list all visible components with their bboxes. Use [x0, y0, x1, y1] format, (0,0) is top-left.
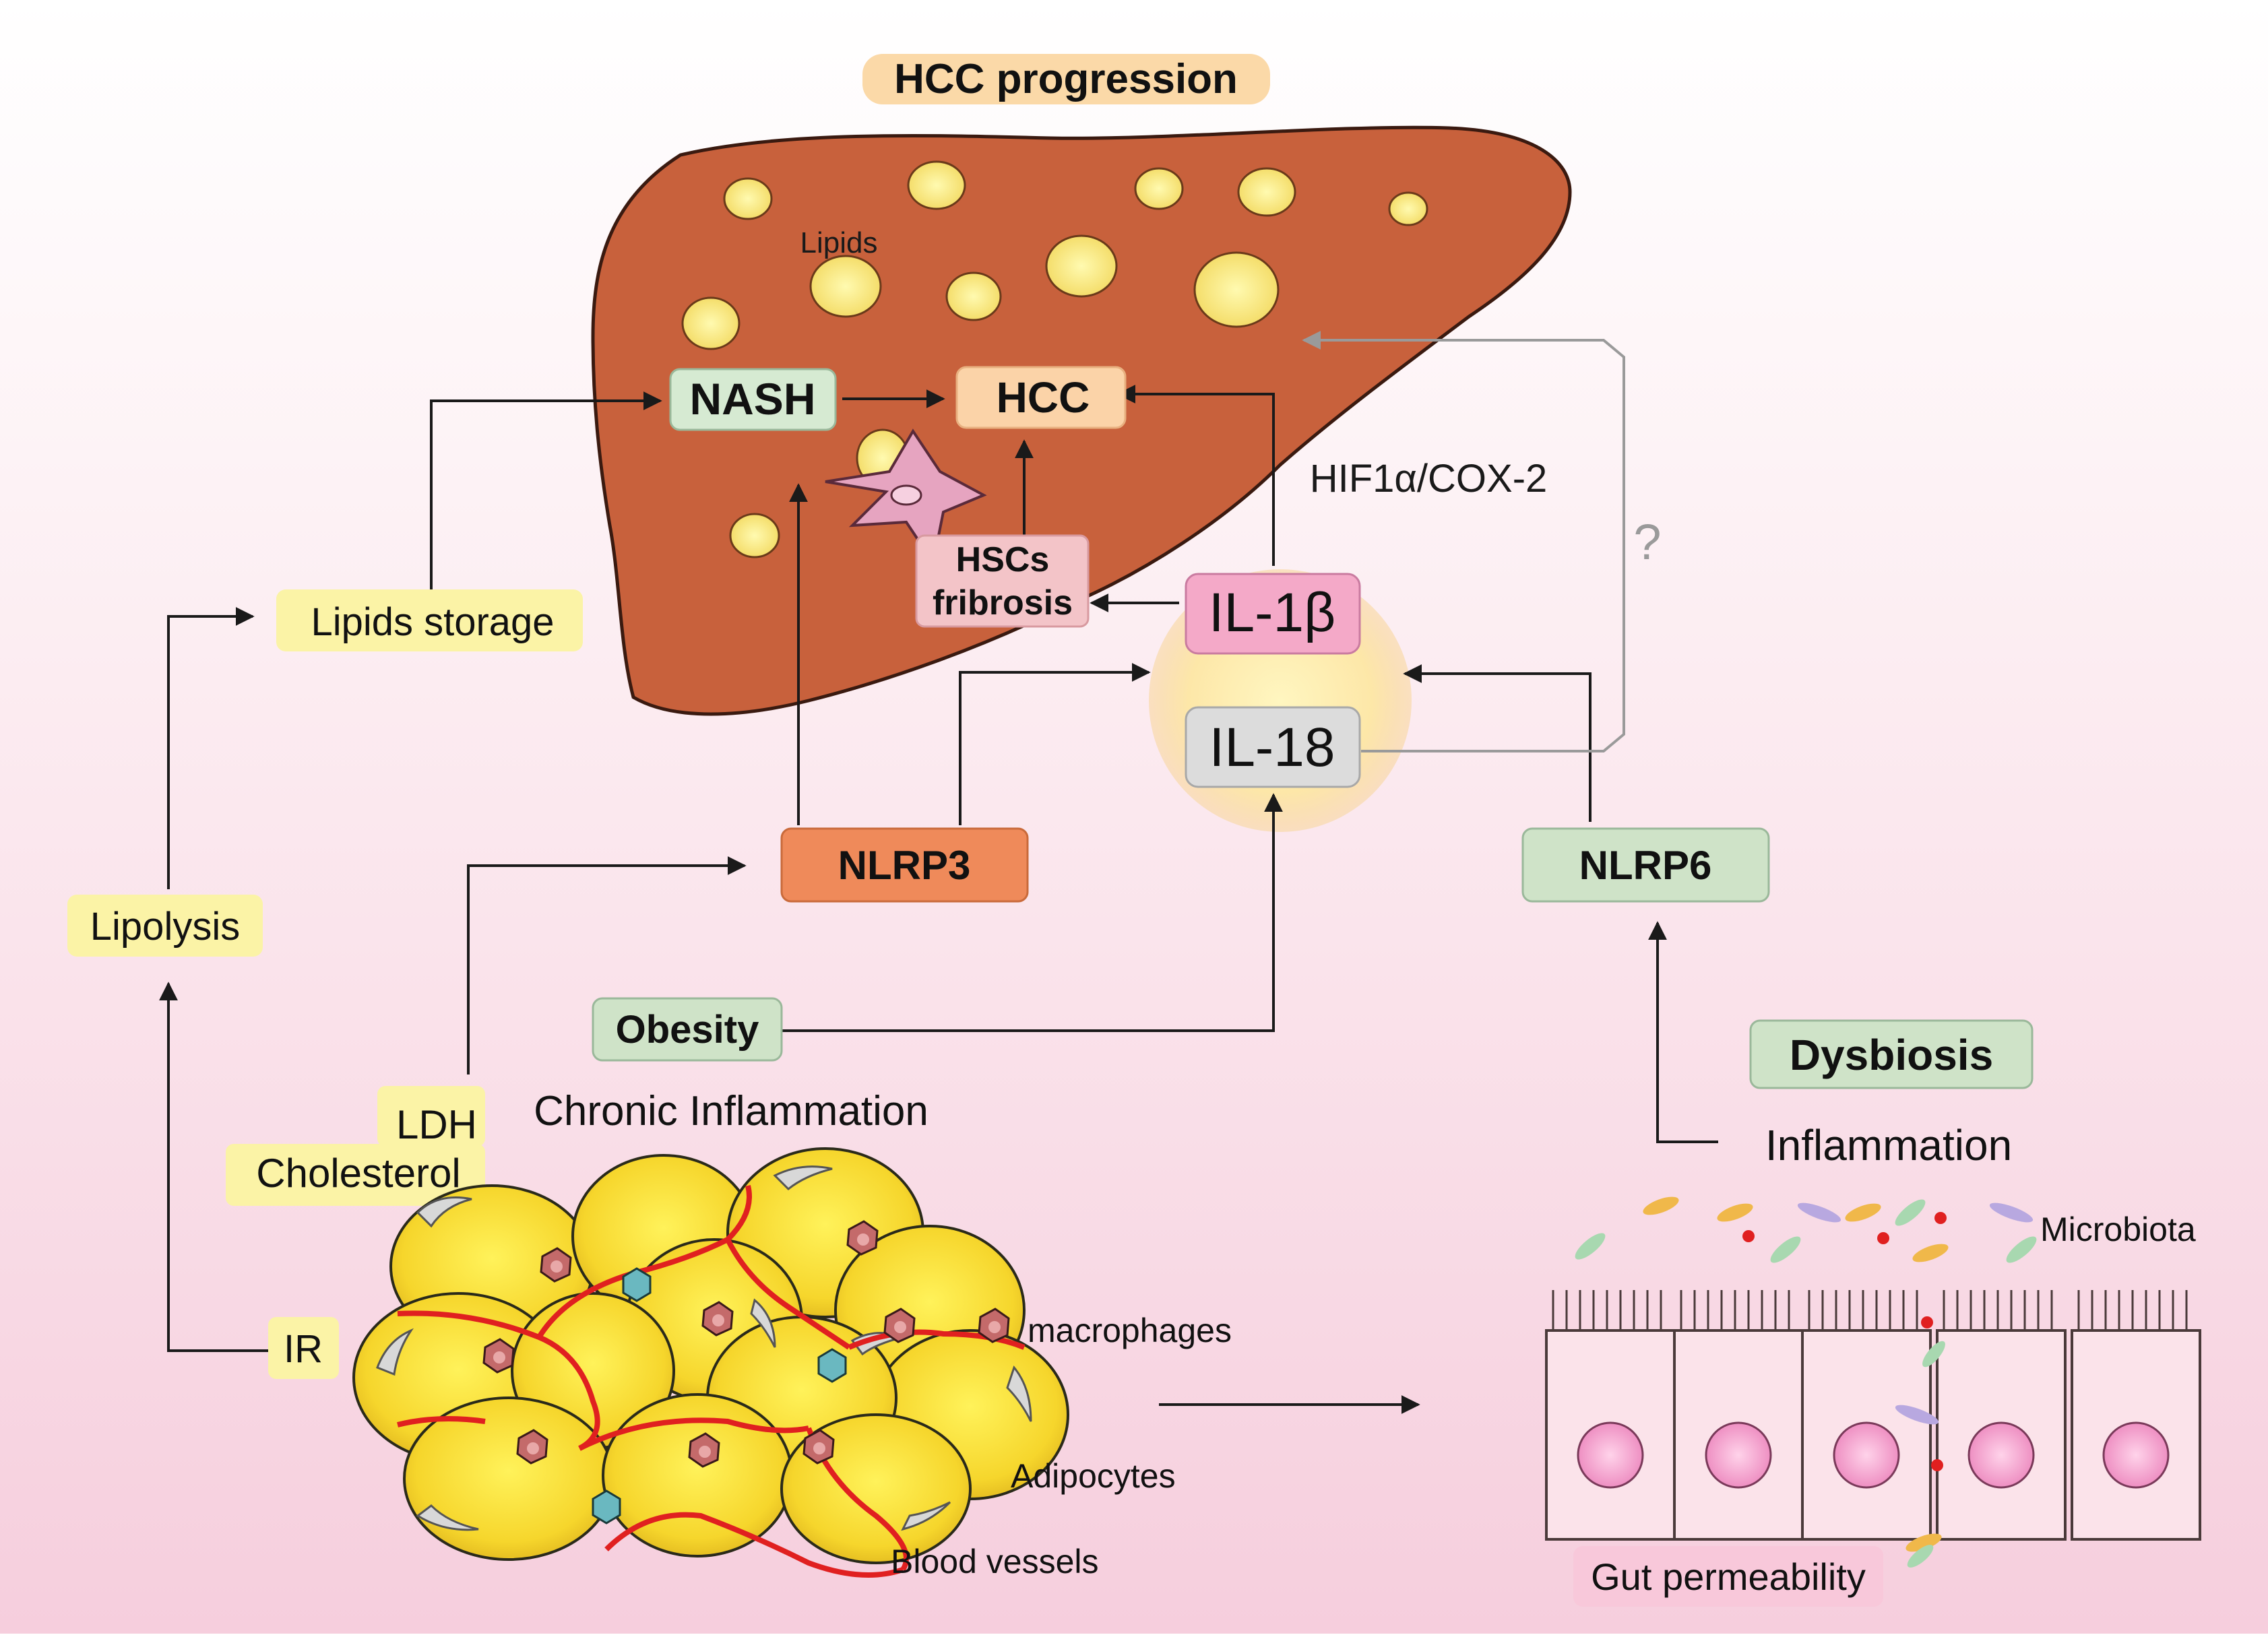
lipids-label: Lipids	[800, 226, 878, 259]
lipolysis-box	[67, 895, 263, 957]
cholesterol-label: Cholesterol	[256, 1151, 461, 1196]
chronic-inflammation-label: Chronic Inflammation	[534, 1088, 928, 1134]
liver-lipid-droplets	[681, 160, 1428, 558]
adipocytes-label: Adipocytes	[1011, 1457, 1176, 1495]
unknown-mark: ?	[1633, 514, 1661, 570]
gut-epithelium	[1545, 1196, 2201, 1568]
ldh-label: LDH	[396, 1102, 477, 1147]
arrow-il1b-to-hcc	[1116, 385, 1275, 566]
cholesterol-box	[226, 1144, 485, 1206]
arrow-nlrp6-to-il	[1403, 664, 1592, 822]
dysbiosis-label: Dysbiosis	[1790, 1031, 1993, 1079]
microbiota-bacteria	[1575, 1196, 2037, 1568]
hsc-star-cell	[825, 428, 987, 567]
nlrp3-box	[780, 827, 1029, 903]
il18-box	[1185, 706, 1361, 788]
lipids-storage-box	[276, 589, 583, 651]
gut-permeability-box	[1573, 1546, 1883, 1607]
adipocyte-cells	[352, 1147, 1069, 1564]
immune-cells	[592, 1267, 847, 1524]
arrow-inflammation-to-nlrp6	[1648, 921, 1718, 1143]
ldh-box	[377, 1086, 485, 1147]
hsc-box	[915, 534, 1090, 628]
blood-vessels-label: Blood vessels	[891, 1543, 1099, 1580]
arrow-lipolysis-to-storage	[167, 607, 255, 889]
dysbiosis-box	[1749, 1019, 2034, 1089]
blood-vessels-lines	[397, 1185, 1026, 1578]
arrow-lipids-to-nash	[430, 391, 662, 593]
lipolysis-label: Lipolysis	[90, 905, 240, 949]
arrow-cholesterol-to-nlrp3	[467, 856, 747, 1074]
arrows	[159, 385, 1718, 1414]
enterocyte-nuclei	[1577, 1421, 2170, 1489]
hsc-line1: HSCs	[956, 540, 1050, 579]
hcc-label: HCC	[997, 373, 1090, 422]
il1b-label: IL-1β	[1209, 582, 1335, 643]
hsc-line2: fribrosis	[933, 583, 1073, 622]
macrophages-label: macrophages	[1028, 1312, 1232, 1349]
arrow-obesity-to-il18	[782, 793, 1283, 1032]
arrow-ir-to-lipolysis	[159, 982, 270, 1352]
nlrp6-label: NLRP6	[1579, 843, 1712, 888]
title: HCC progression	[894, 56, 1238, 102]
ir-box	[268, 1317, 339, 1379]
arrow-il18-to-liver-unknown	[1302, 331, 1625, 752]
gut-permeability-label: Gut permeability	[1591, 1555, 1866, 1598]
nlrp6-box	[1521, 827, 1770, 903]
pathway-label: HIF1α/COX-2	[1310, 457, 1548, 501]
nash-box	[669, 368, 837, 431]
nash-label: NASH	[689, 374, 815, 424]
gut-inflammation-label: Inflammation	[1765, 1121, 2012, 1169]
lipids-storage-label: Lipids storage	[311, 600, 554, 644]
title-bg	[862, 54, 1270, 104]
obesity-label: Obesity	[616, 1008, 759, 1052]
macrophage-nuclei	[493, 1233, 1001, 1458]
adipose-tissue	[352, 1147, 1069, 1578]
hcc-box	[955, 366, 1127, 429]
obesity-box	[592, 997, 783, 1062]
microbiota-label: Microbiota	[2040, 1211, 2196, 1248]
nlrp3-label: NLRP3	[838, 843, 971, 888]
ir-label: IR	[284, 1327, 323, 1371]
il18-label: IL-18	[1209, 717, 1335, 778]
il1b-box	[1185, 573, 1361, 655]
microvilli	[1552, 1290, 2188, 1330]
adipocyte-nuclei	[376, 1165, 1032, 1531]
arrow-nlrp3-to-il	[959, 663, 1151, 825]
